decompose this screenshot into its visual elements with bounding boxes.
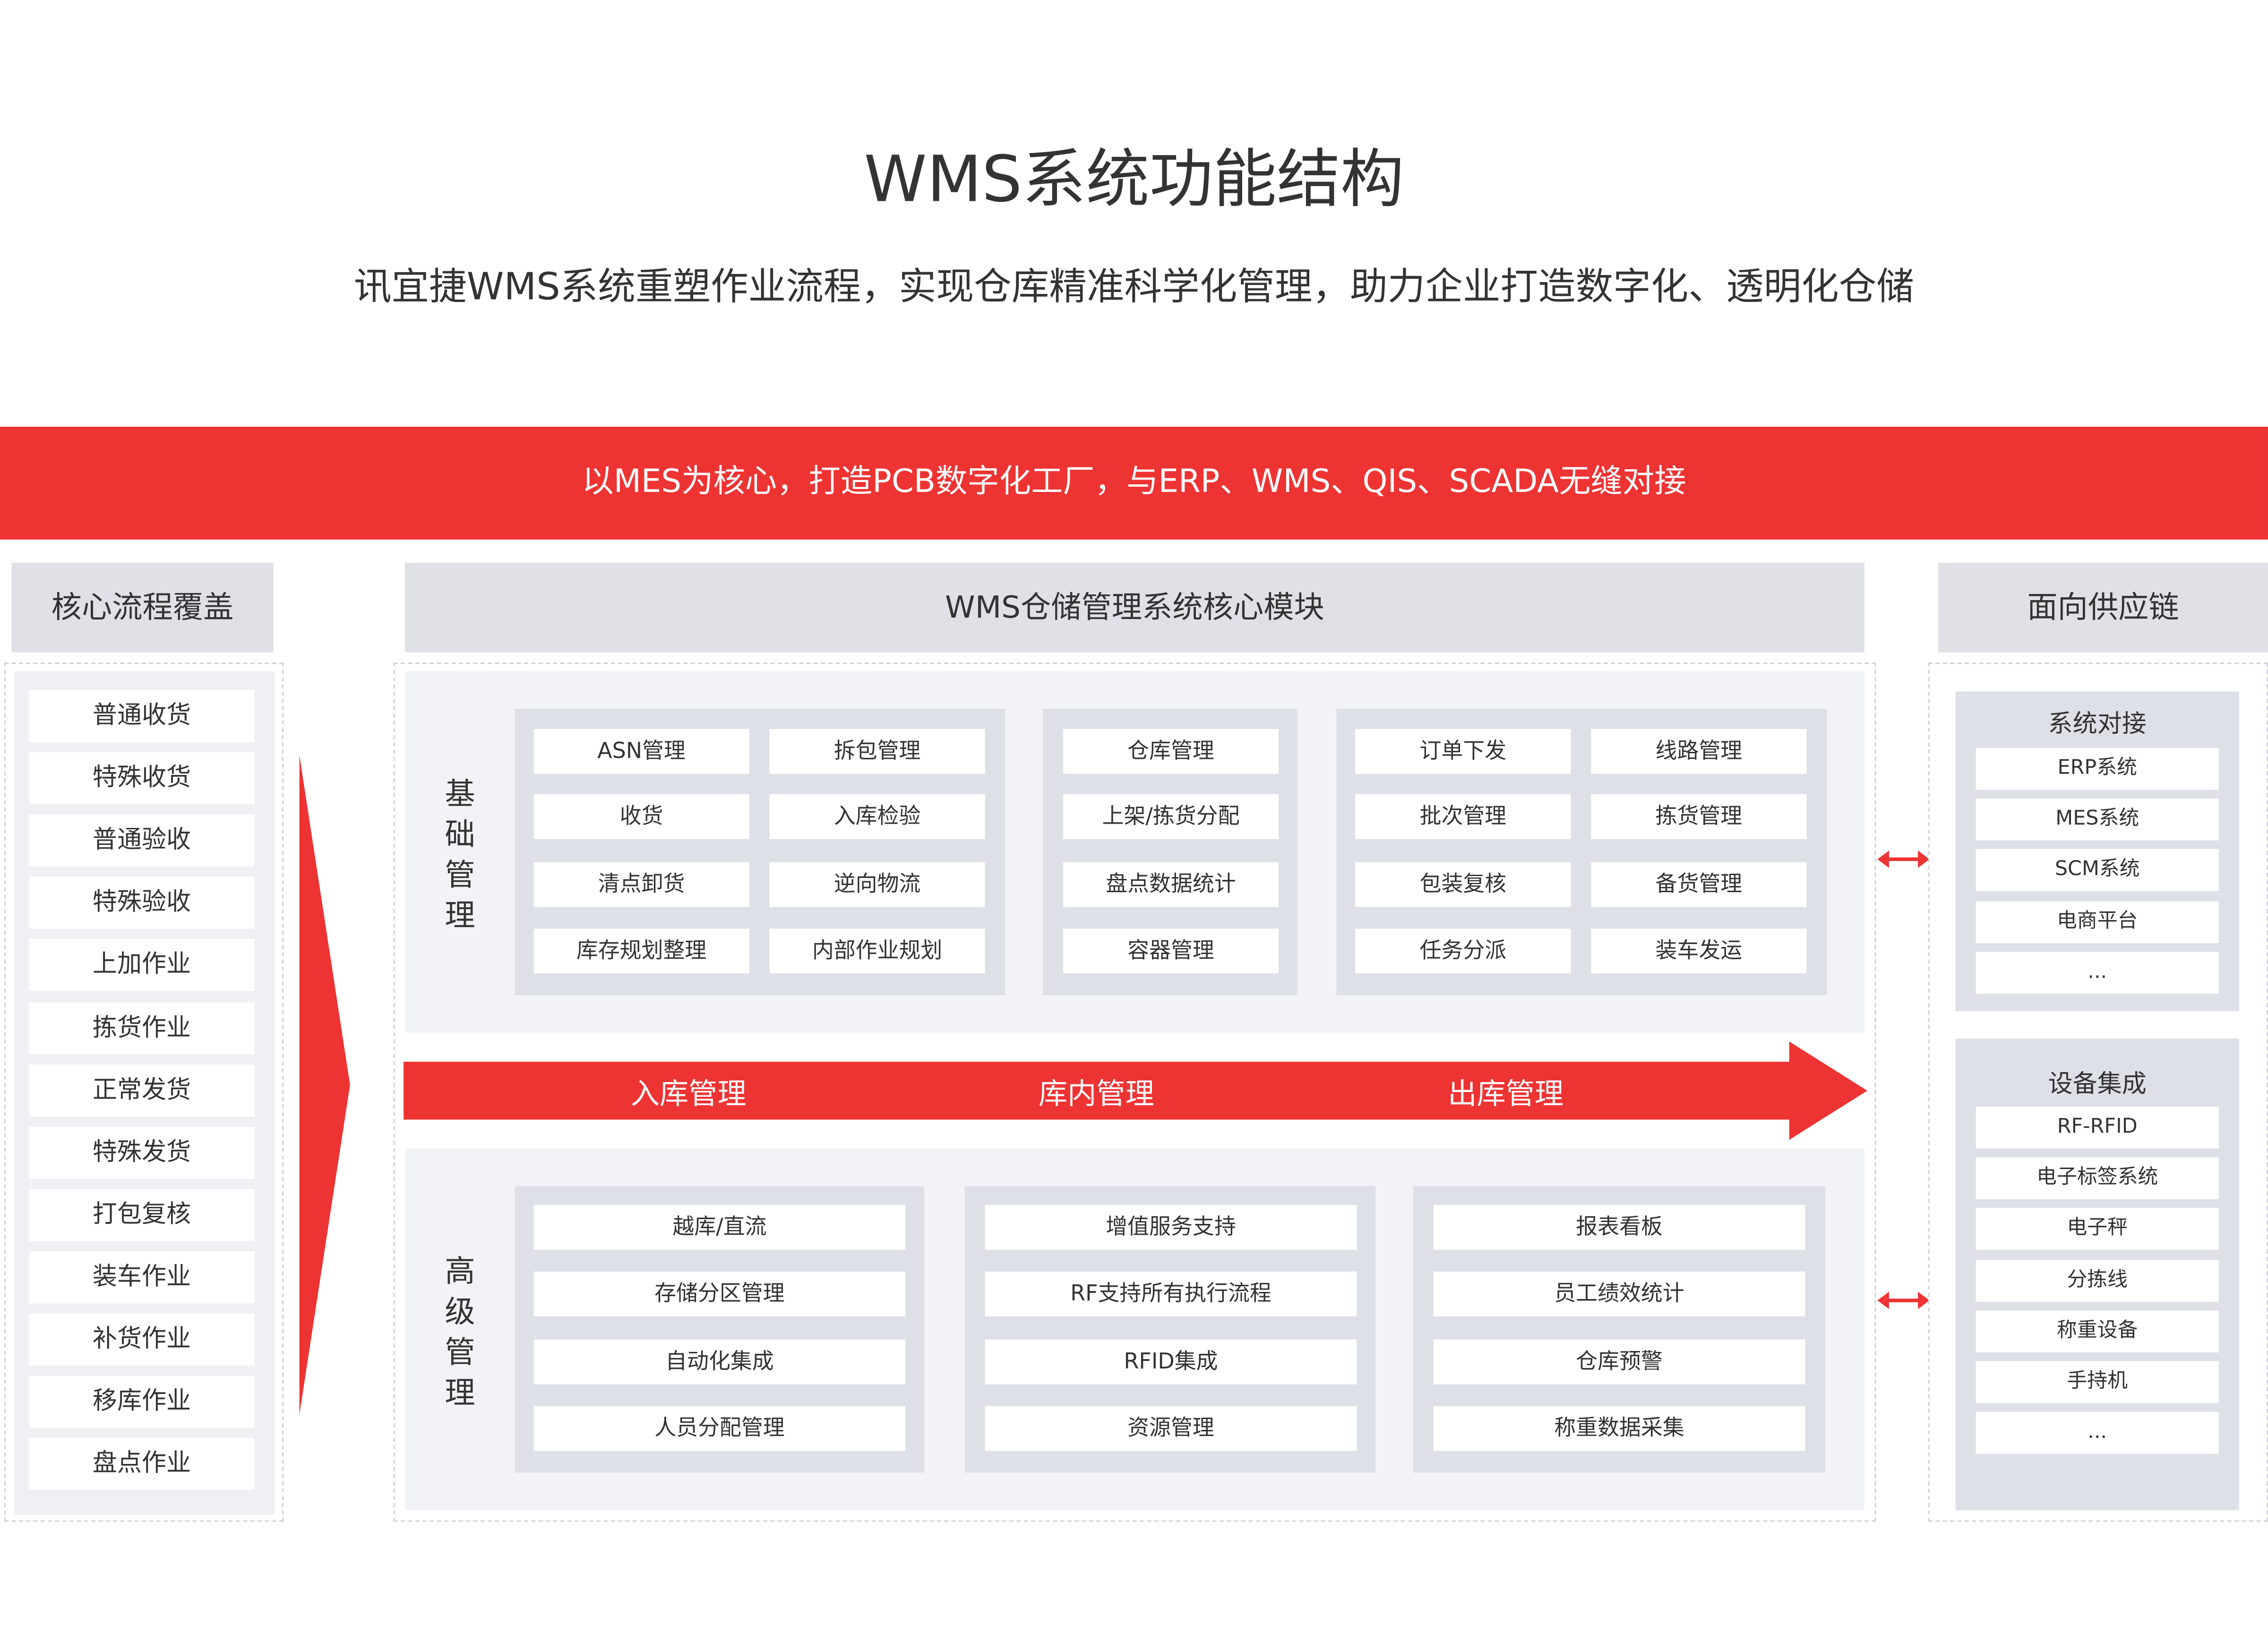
device-integration-title: 设备集成 — [2048, 1070, 2147, 1100]
flow-step-outbound: 出库管理 — [1448, 1076, 1564, 1111]
flow-step-internal: 库内管理 — [1038, 1076, 1154, 1111]
system-integration-item: ... — [1976, 951, 2219, 994]
module-cell: 报表看板 — [1433, 1204, 1805, 1250]
module-cell: 任务分派 — [1355, 929, 1571, 974]
flow-arrow-icon — [404, 1041, 1868, 1140]
page-subtitle: 讯宜捷WMS系统重塑作业流程，实现仓库精准科学化管理，助力企业打造数字化、透明化… — [353, 266, 1914, 310]
module-cell: 称重数据采集 — [1433, 1406, 1805, 1451]
device-integration-item: 称重设备 — [1976, 1310, 2219, 1352]
device-integration-item: 分拣线 — [1976, 1259, 2219, 1301]
module-cell: 内部作业规划 — [769, 929, 985, 974]
module-cell: RFID集成 — [985, 1339, 1357, 1385]
module-cell: 盘点数据统计 — [1063, 862, 1279, 907]
center-heading: WMS仓储管理系统核心模块 — [405, 562, 1864, 653]
module-cell: 自动化集成 — [533, 1339, 906, 1385]
system-integration-title: 系统对接 — [2048, 710, 2147, 740]
bidirectional-arrow-icon — [1877, 1291, 1930, 1309]
core-process-item: 普通收货 — [29, 690, 255, 742]
module-cell: 资源管理 — [985, 1406, 1357, 1451]
module-cell: 员工绩效统计 — [1433, 1271, 1805, 1316]
device-integration-item: RF-RFID — [1976, 1106, 2219, 1149]
device-integration-item: 手持机 — [1976, 1361, 2219, 1403]
banner: 以MES为核心，打造PCB数字化工厂，与ERP、WMS、QIS、SCADA无缝对… — [0, 427, 2268, 540]
core-process-item: 特殊验收 — [29, 877, 255, 929]
module-cell: 逆向物流 — [769, 862, 985, 907]
module-cell: 存储分区管理 — [533, 1271, 906, 1316]
basic-management-label: 基础管理 — [438, 774, 482, 936]
funnel-arrow-icon — [299, 755, 350, 1415]
device-integration-item: ... — [1976, 1412, 2219, 1454]
core-process-item: 盘点作业 — [29, 1438, 255, 1490]
core-process-item: 正常发货 — [29, 1064, 255, 1117]
core-process-item: 拣货作业 — [29, 1001, 255, 1054]
module-cell: 人员分配管理 — [533, 1406, 906, 1451]
system-integration-item: MES系统 — [1976, 799, 2219, 841]
module-cell: ASN管理 — [533, 729, 749, 774]
module-cell: 仓库管理 — [1063, 729, 1279, 774]
module-cell: 订单下发 — [1355, 729, 1571, 774]
vertical-label-char: 高 — [445, 1254, 475, 1289]
advanced-management-label: 高级管理 — [438, 1251, 482, 1413]
module-cell: 增值服务支持 — [985, 1204, 1357, 1250]
module-cell: 拣货管理 — [1591, 794, 1807, 839]
vertical-label-char: 管 — [445, 858, 475, 893]
vertical-label-char: 础 — [445, 817, 475, 852]
core-process-item: 补货作业 — [29, 1313, 255, 1366]
bidirectional-arrow-icon — [1877, 850, 1930, 868]
module-cell: 批次管理 — [1355, 794, 1571, 839]
module-cell: 容器管理 — [1063, 929, 1279, 974]
right-heading: 面向供应链 — [1938, 562, 2268, 653]
core-process-item: 打包复核 — [29, 1188, 255, 1241]
device-integration-item: 电子秤 — [1976, 1208, 2219, 1251]
vertical-label-char: 级 — [445, 1294, 475, 1330]
module-cell: 收货 — [533, 794, 749, 839]
module-cell: RF支持所有执行流程 — [985, 1271, 1357, 1316]
module-cell: 清点卸货 — [533, 862, 749, 907]
page-title: WMS系统功能结构 — [864, 143, 1404, 217]
module-cell: 拆包管理 — [769, 729, 985, 774]
vertical-label-char: 管 — [445, 1335, 475, 1370]
module-cell: 备货管理 — [1591, 862, 1807, 907]
module-cell: 上架/拣货分配 — [1063, 794, 1279, 839]
device-integration-item: 电子标签系统 — [1976, 1157, 2219, 1200]
left-heading: 核心流程覆盖 — [11, 562, 274, 653]
core-process-item: 特殊收货 — [29, 752, 255, 805]
core-process-item: 移库作业 — [29, 1376, 255, 1428]
module-cell: 入库检验 — [769, 794, 985, 839]
system-integration-item: ERP系统 — [1976, 748, 2219, 790]
module-cell: 仓库预警 — [1433, 1339, 1805, 1385]
module-cell: 装车发运 — [1591, 929, 1807, 974]
core-process-item: 特殊发货 — [29, 1126, 255, 1179]
core-process-item: 上加作业 — [29, 939, 255, 992]
vertical-label-char: 理 — [445, 1376, 475, 1411]
vertical-label-char: 理 — [445, 898, 475, 933]
core-process-item: 普通验收 — [29, 815, 255, 867]
vertical-label-char: 基 — [445, 776, 475, 812]
module-cell: 越库/直流 — [533, 1204, 906, 1250]
system-integration-item: 电商平台 — [1976, 900, 2219, 943]
system-integration-item: SCM系统 — [1976, 850, 2219, 892]
core-process-item: 装车作业 — [29, 1251, 255, 1303]
module-cell: 线路管理 — [1591, 729, 1807, 774]
flow-step-inbound: 入库管理 — [630, 1076, 747, 1111]
module-cell: 库存规划整理 — [533, 929, 749, 974]
module-cell: 包装复核 — [1355, 862, 1571, 907]
